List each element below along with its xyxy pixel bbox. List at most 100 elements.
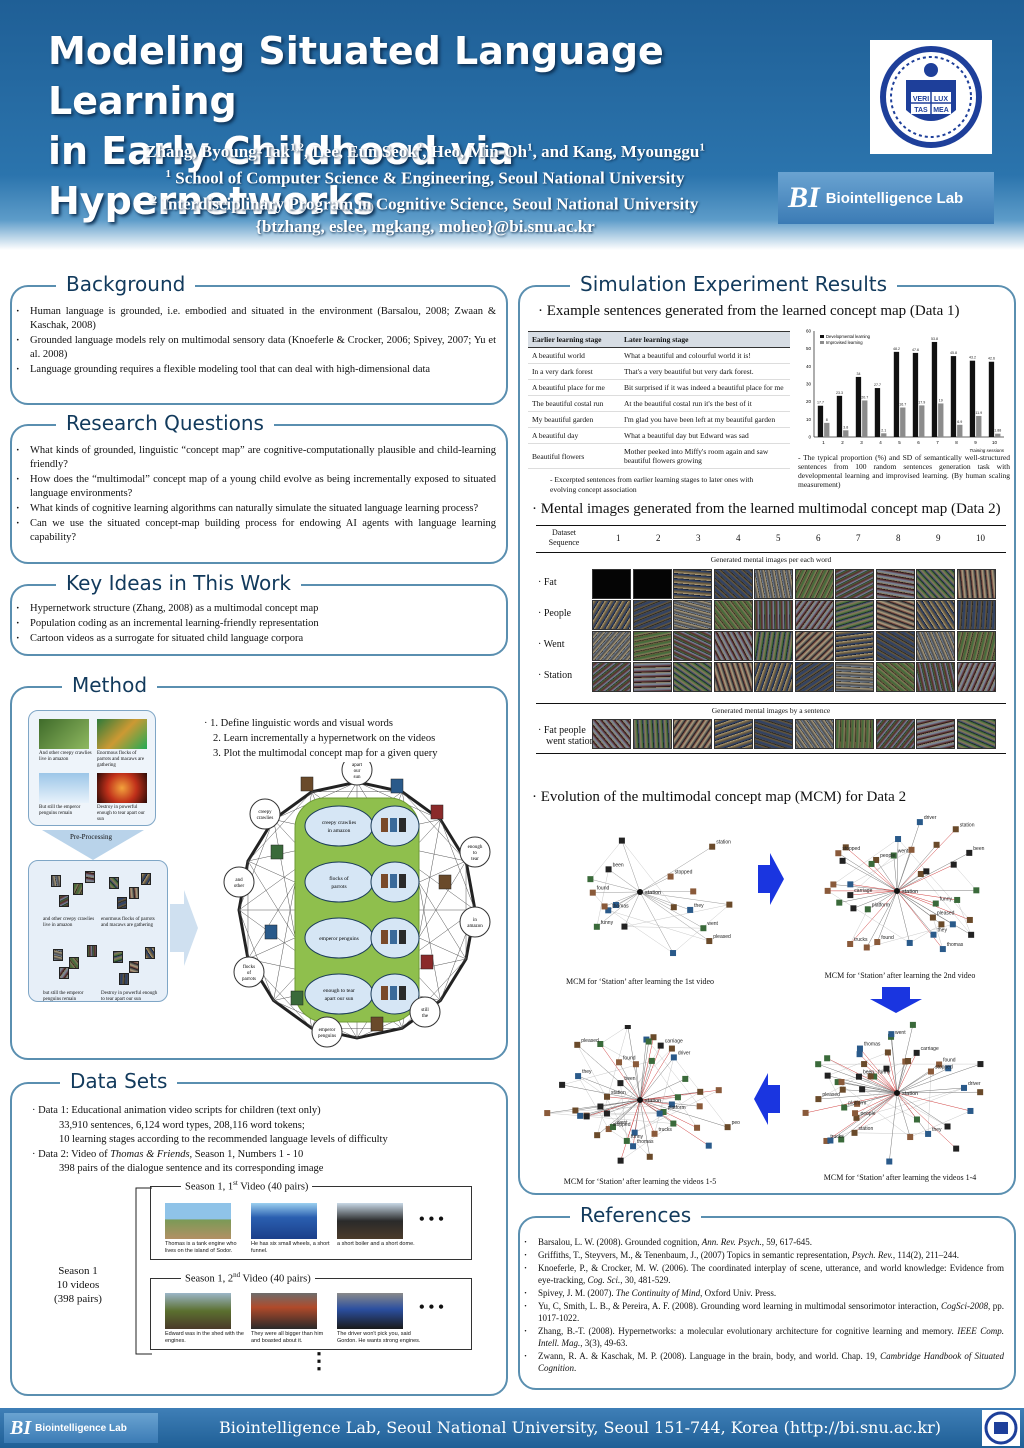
mental-image-tile bbox=[713, 600, 753, 630]
mental-image-tile bbox=[713, 662, 753, 692]
mcm-image-node bbox=[572, 1107, 579, 1114]
video1-title: Season 1, 1st Video (40 pairs) bbox=[181, 1179, 313, 1193]
bar-improvised bbox=[976, 415, 982, 437]
mcm-image-node bbox=[839, 1086, 846, 1093]
mcm-image-node bbox=[815, 1096, 822, 1103]
mcm-image-node bbox=[906, 939, 913, 946]
mcm-image-node bbox=[645, 1038, 652, 1045]
mcm-image-node bbox=[700, 925, 707, 932]
mcm-edge bbox=[639, 891, 694, 893]
mental-image-tile bbox=[875, 600, 915, 630]
mental-image-tile bbox=[956, 569, 996, 599]
bar-developmental bbox=[893, 351, 900, 437]
mcm-image-node bbox=[670, 1120, 677, 1127]
concept-label: parrots bbox=[331, 884, 346, 890]
x-tick-label: 10 bbox=[992, 440, 998, 445]
mcm-image-node bbox=[827, 1137, 834, 1144]
mental-grid-bottom-rule bbox=[536, 753, 1006, 754]
mcm-edge bbox=[830, 1092, 898, 1141]
mcm-center-node bbox=[894, 1090, 900, 1096]
mcm-image-node bbox=[867, 1073, 874, 1080]
visual-word-patch bbox=[381, 818, 388, 832]
mcm-edge bbox=[842, 860, 898, 892]
mcm-edge bbox=[859, 1053, 898, 1094]
mcm-edge bbox=[854, 1092, 898, 1114]
mcm-image-node bbox=[587, 876, 594, 883]
mcm-edge bbox=[896, 1068, 949, 1094]
mcm-edge bbox=[862, 1089, 918, 1120]
mcm-image-node bbox=[873, 856, 880, 863]
mental-image-tile bbox=[592, 569, 631, 599]
mcm-edge bbox=[608, 910, 710, 942]
table-cell: The beautiful costal run bbox=[528, 395, 620, 412]
mcm-image-node bbox=[925, 1130, 932, 1137]
table-cell: That's a very beautiful but very dark fo… bbox=[620, 363, 790, 380]
visual-word-patch bbox=[129, 961, 139, 973]
mcm-edge bbox=[639, 1057, 675, 1101]
mcm-word-label: thomas bbox=[864, 1042, 881, 1048]
season-bracket bbox=[135, 1187, 152, 1355]
outer-concept-node bbox=[459, 836, 491, 868]
patch-caption-2: enormous flocks of parrots and macaws ar… bbox=[101, 917, 155, 928]
mcm-edge bbox=[886, 1068, 898, 1094]
mcm-image-node bbox=[836, 899, 843, 906]
mcm-edge bbox=[590, 840, 623, 880]
data2-line: · Data 2: Video of Thomas & Friends, Sea… bbox=[32, 1148, 304, 1160]
mcm-word-label: went bbox=[617, 1120, 628, 1126]
table-header-later: Later learning stage bbox=[620, 331, 790, 348]
mcm-image-node bbox=[694, 1124, 701, 1131]
mcm-edge bbox=[896, 864, 954, 892]
outer-concept-node bbox=[233, 956, 265, 988]
bar-value-label: 34 bbox=[856, 372, 860, 376]
outer-concept-label: the bbox=[422, 1014, 429, 1019]
sentence-image-tile bbox=[916, 719, 955, 749]
mcm-image-node bbox=[916, 819, 923, 826]
x-axis-label: Training sessions bbox=[969, 448, 1004, 453]
author-list: Zhang, Byoung-Tak1,2, Lee, Eun Seok2, He… bbox=[145, 141, 705, 161]
bar-improvised bbox=[843, 430, 849, 437]
reference-item: Zwann, R. A. & Kaschak, M. P. (2008). La… bbox=[520, 1350, 1004, 1374]
mcm-edge bbox=[853, 890, 898, 909]
mcm-edge bbox=[578, 1075, 641, 1101]
mcm-edge bbox=[592, 891, 641, 893]
mcm-image-node bbox=[668, 1101, 675, 1108]
mcm-caption-4: MCM for ‘Station’ after learning the vid… bbox=[823, 1173, 977, 1182]
mcm-edge bbox=[896, 1092, 918, 1120]
mcm-graph-1st-video: stationtheystoppedfunnybeenpleasedthomas… bbox=[587, 837, 733, 957]
video1-caption-1: Thomas is a tank engine who lives on the… bbox=[165, 1241, 237, 1254]
mental-image-tile bbox=[632, 569, 672, 599]
mcm-arrow-down bbox=[870, 987, 922, 1013]
mcm-edge bbox=[896, 849, 912, 892]
hyperedge bbox=[238, 909, 274, 1001]
frame-parrots bbox=[97, 719, 147, 749]
mcm-edge bbox=[909, 924, 942, 944]
mcm-edge bbox=[953, 864, 977, 891]
mcm-image-node bbox=[977, 1061, 984, 1068]
y-tick-label: 0 bbox=[808, 435, 811, 440]
preprocessing-arrow bbox=[42, 830, 144, 860]
mcm-center-label: station bbox=[645, 890, 661, 896]
mcm-image-node bbox=[597, 1040, 604, 1047]
mcm-image-node bbox=[824, 887, 831, 894]
bar-improvised bbox=[995, 433, 1001, 437]
mental-image-tile bbox=[673, 662, 712, 692]
mcm-image-node bbox=[967, 1107, 974, 1114]
mcm-image-node bbox=[884, 1049, 891, 1056]
mcm-edge bbox=[896, 844, 937, 892]
visual-word-patch bbox=[129, 887, 139, 899]
mcm-edge bbox=[827, 1058, 898, 1094]
table-cell: What a beautiful day but Edward was sad bbox=[620, 427, 790, 444]
visual-word-patch bbox=[73, 883, 83, 895]
outer-concept-node bbox=[459, 906, 491, 938]
mcm-image-node bbox=[973, 887, 980, 894]
hypernetwork-core bbox=[294, 797, 420, 1023]
mcm-word-label: they bbox=[694, 903, 704, 909]
mcm-edge bbox=[615, 891, 641, 906]
bar-improvised bbox=[862, 400, 868, 437]
vertical-ellipsis: ⋮ bbox=[308, 1348, 330, 1373]
proportion-bar-chart: 17.78123.33.823420.7327.72.1448.216.7547… bbox=[806, 329, 1005, 454]
mcm-word-label: thomas bbox=[637, 1139, 654, 1145]
mcm-image-node bbox=[966, 916, 973, 923]
mcm-edge bbox=[606, 1048, 673, 1114]
mcm-edge bbox=[575, 1099, 641, 1111]
